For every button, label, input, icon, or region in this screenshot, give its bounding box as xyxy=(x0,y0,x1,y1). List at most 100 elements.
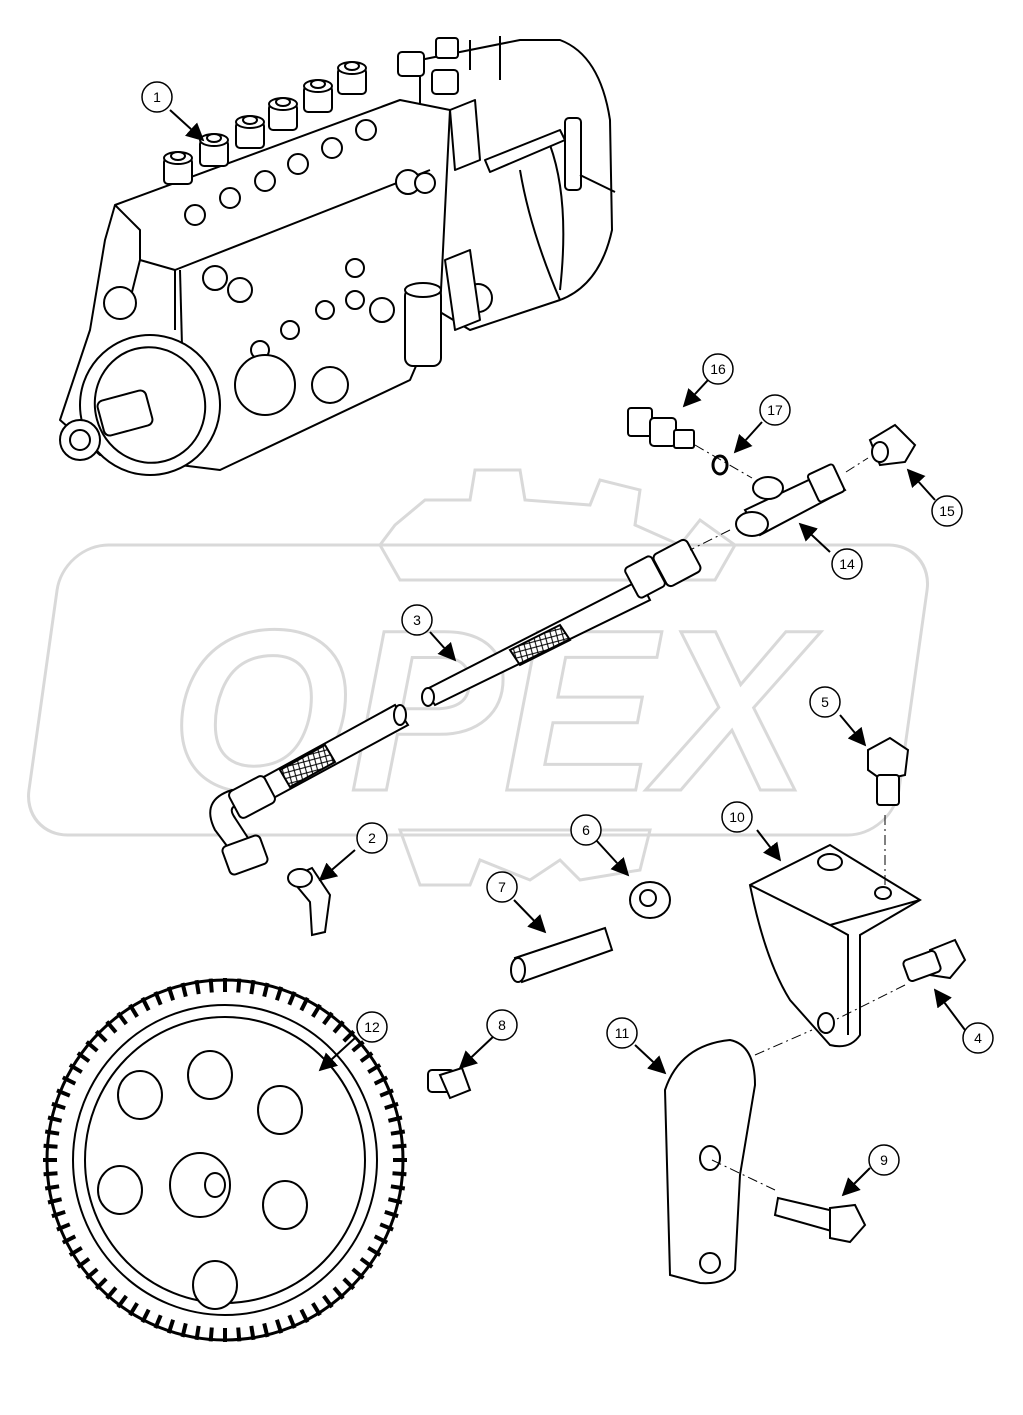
gear-tooth xyxy=(51,1209,66,1219)
o-ring-17 xyxy=(711,454,729,476)
gear-tooth xyxy=(43,1171,58,1177)
gear-tooth xyxy=(384,1209,399,1219)
callout-16-label: 16 xyxy=(710,361,726,377)
gear-tooth xyxy=(299,996,310,1012)
callout-5: 5 xyxy=(809,686,841,718)
gear-tooth xyxy=(128,1302,139,1317)
gear-tooth xyxy=(287,991,297,1006)
callout-6: 6 xyxy=(570,814,602,846)
callout-15-label: 15 xyxy=(939,503,955,519)
gear-tooth xyxy=(128,1003,139,1018)
gear-tooth xyxy=(180,1322,188,1338)
gear-tooth xyxy=(351,1040,365,1053)
gear-tooth xyxy=(56,1088,71,1098)
gear-tooth xyxy=(94,1029,108,1043)
bracket-10 xyxy=(748,843,922,1048)
injection-pump xyxy=(59,36,616,476)
nut-15 xyxy=(868,423,917,467)
gear-teeth xyxy=(43,978,407,1342)
callout-1: 1 xyxy=(141,81,173,113)
gear-tooth xyxy=(166,1319,176,1334)
injector-row xyxy=(163,61,377,226)
gear-tooth xyxy=(367,1246,382,1257)
gear-tooth xyxy=(274,986,284,1001)
gear-tooth xyxy=(44,1129,60,1136)
gear-tooth xyxy=(140,996,151,1012)
callouts: 1 2 3 4 5 6 7 8 9 10 11 12 14 15 16 17 xyxy=(141,81,994,1176)
callout-1-label: 1 xyxy=(153,89,161,105)
gear-tooth xyxy=(44,1184,60,1191)
gear-tooth xyxy=(61,1234,77,1245)
callout-10-label: 10 xyxy=(729,809,745,825)
gear-tooth xyxy=(390,1129,406,1136)
gear-tooth xyxy=(180,982,188,998)
gear-tooth xyxy=(116,1011,128,1026)
stud-7 xyxy=(510,926,614,984)
leader-arrows xyxy=(169,109,966,1197)
gear-tooth xyxy=(322,1011,334,1026)
gear-tooth xyxy=(262,1322,270,1338)
bolt-9 xyxy=(773,1196,867,1244)
gear-tooth xyxy=(47,1197,63,1205)
gear-tooth xyxy=(51,1101,66,1111)
gear-tooth xyxy=(85,1040,99,1053)
gear-tooth xyxy=(208,978,214,993)
callout-3: 3 xyxy=(401,604,433,636)
sender-16 xyxy=(627,407,695,449)
gear-tooth xyxy=(359,1051,374,1063)
watermark-text: OPEX xyxy=(170,582,821,839)
callout-5-label: 5 xyxy=(821,694,829,710)
gear-tooth xyxy=(249,1325,256,1341)
gear-tooth xyxy=(342,1277,356,1291)
gear-tooth xyxy=(373,1075,389,1086)
elbow-fitting xyxy=(287,866,332,937)
gear-tooth xyxy=(322,1294,334,1309)
gear-tooth xyxy=(76,1257,91,1269)
gear-tooth xyxy=(56,1222,71,1232)
gear-tooth xyxy=(351,1267,365,1280)
gear-tooth xyxy=(299,1308,310,1324)
gear-tooth xyxy=(194,979,201,995)
gear-tooth xyxy=(140,1308,151,1324)
gear-tooth xyxy=(208,1327,214,1342)
callout-8: 8 xyxy=(486,1009,518,1041)
gear-tooth xyxy=(236,978,242,993)
watermark-frame xyxy=(27,543,930,837)
gear-tooth xyxy=(116,1294,128,1309)
gear-tooth xyxy=(153,1314,163,1329)
alignment-lines xyxy=(689,444,906,1191)
callout-11: 11 xyxy=(606,1017,638,1049)
gear-tooth xyxy=(47,1115,63,1123)
gear-tooth xyxy=(166,986,176,1001)
callout-2: 2 xyxy=(356,822,388,854)
gear-tooth xyxy=(105,1286,118,1300)
arm-11 xyxy=(663,1038,757,1285)
callout-4: 4 xyxy=(962,1022,994,1054)
gear-tooth xyxy=(373,1234,389,1245)
gear-tooth xyxy=(390,1184,406,1191)
washer-6 xyxy=(629,881,671,919)
gear-tooth xyxy=(392,1171,407,1177)
callout-17-label: 17 xyxy=(767,402,783,418)
gear-tooth xyxy=(392,1143,407,1149)
callout-9: 9 xyxy=(868,1144,900,1176)
callout-14-label: 14 xyxy=(839,556,855,572)
gear-tooth xyxy=(379,1088,394,1098)
callout-2-label: 2 xyxy=(368,830,376,846)
gear-tooth xyxy=(342,1029,356,1043)
gear-tooth xyxy=(387,1115,403,1123)
gear-tooth xyxy=(105,1020,118,1034)
gear-tooth xyxy=(194,1325,201,1341)
callout-3-label: 3 xyxy=(413,612,421,628)
gear-tooth xyxy=(249,979,256,995)
tee-fitting xyxy=(735,463,847,537)
gear-tooth xyxy=(76,1051,91,1063)
bolt-5 xyxy=(867,736,910,806)
gear-tooth xyxy=(387,1197,403,1205)
callout-7-label: 7 xyxy=(498,879,506,895)
gear-tooth xyxy=(332,1286,345,1300)
callout-4-label: 4 xyxy=(974,1030,982,1046)
gear-tooth xyxy=(68,1246,83,1257)
gear-tooth xyxy=(85,1267,99,1280)
